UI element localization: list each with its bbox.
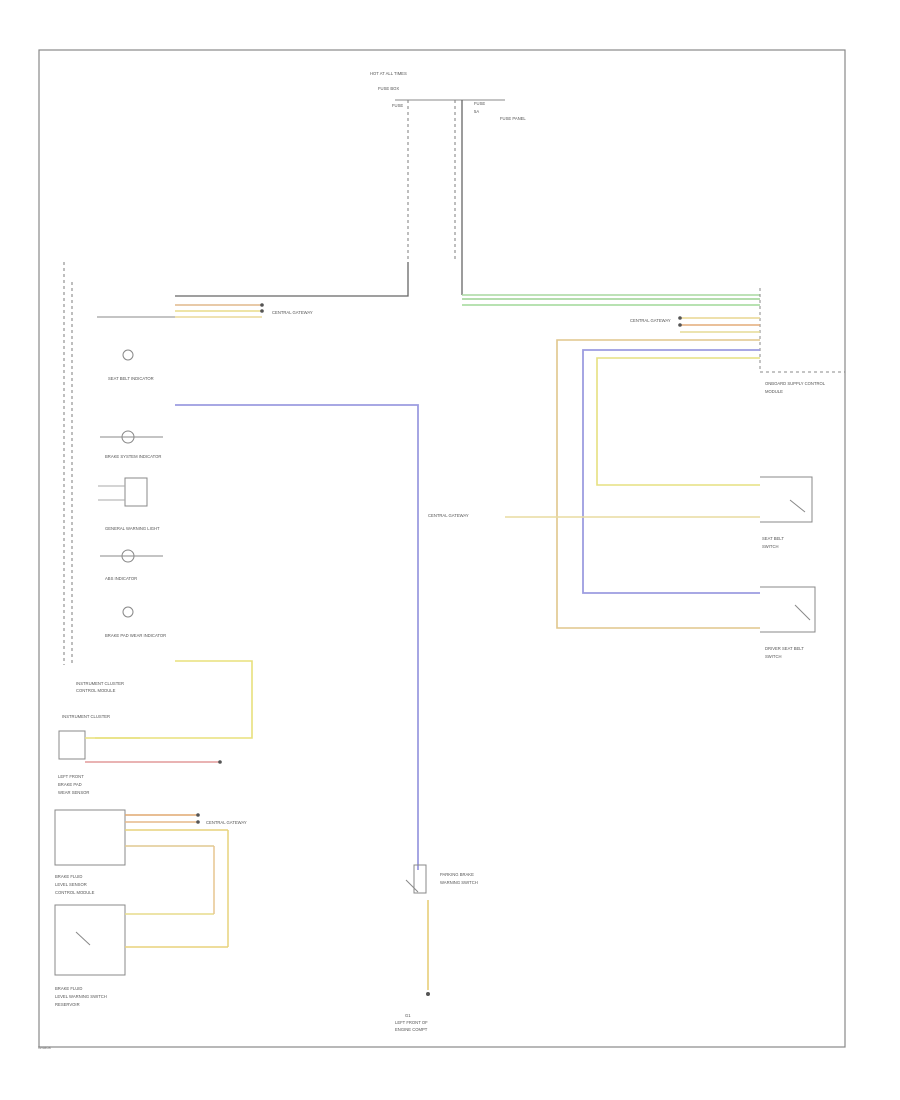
- brake-fluid-sensor-module: CENTRAL GATEWAY BRAKE FLUID LEVEL SENSOR…: [54, 809, 247, 895]
- svg-text:BRAKE SYSTEM INDICATOR: BRAKE SYSTEM INDICATOR: [105, 454, 161, 459]
- cluster-top-wires: CENTRAL GATEWAY: [97, 303, 313, 318]
- seat-belt-switch: SEAT BELT SWITCH: [760, 476, 813, 549]
- wire-yellow-loop: [95, 660, 253, 739]
- svg-text:SEAT BELT: SEAT BELT: [762, 536, 784, 541]
- svg-text:WARNING SWITCH: WARNING SWITCH: [440, 880, 478, 885]
- wire-blue-center: [175, 404, 419, 870]
- svg-text:LEFT FRONT: LEFT FRONT: [58, 774, 84, 779]
- indicator-brake-pad-wear: BRAKE PAD WEAR INDICATOR: [105, 606, 166, 638]
- svg-text:SWITCH: SWITCH: [762, 544, 779, 549]
- diagram-frame: [38, 49, 846, 1048]
- svg-text:PARKING BRAKE: PARKING BRAKE: [440, 872, 474, 877]
- wire-blue-right: [582, 349, 760, 594]
- svg-text:BRAKE FLUID: BRAKE FLUID: [55, 874, 82, 879]
- fuse-left-label: FUSE: [392, 103, 403, 108]
- svg-text:SWITCH: SWITCH: [765, 654, 782, 659]
- svg-text:MODULE: MODULE: [765, 389, 783, 394]
- footer-code: W4808: [38, 1045, 51, 1050]
- power-label-2: FUSE BOX: [378, 86, 399, 91]
- driver-seat-belt-switch: DRIVER SEAT BELT SWITCH: [760, 586, 816, 659]
- svg-text:ONBOARD SUPPLY CONTROL: ONBOARD SUPPLY CONTROL: [765, 381, 826, 386]
- cluster-control-module-1: INSTRUMENT CLUSTER: [76, 681, 124, 686]
- svg-text:BRAKE PAD: BRAKE PAD: [58, 782, 82, 787]
- svg-text:LEVEL SENSOR: LEVEL SENSOR: [55, 882, 87, 887]
- svg-text:DRIVER SEAT BELT: DRIVER SEAT BELT: [765, 646, 804, 651]
- onboard-supply-module: ONBOARD SUPPLY CONTROL MODULE CENTRAL GA…: [630, 288, 845, 394]
- fuse-right-label-2: 5A: [474, 109, 479, 114]
- indicator-brake-system: BRAKE SYSTEM INDICATOR: [100, 430, 163, 459]
- gateway-label-lower: CENTRAL GATEWAY: [206, 820, 247, 825]
- svg-text:CONTROL MODULE: CONTROL MODULE: [55, 890, 95, 895]
- fuse-right-label-1: FUSE: [474, 101, 485, 106]
- svg-text:LEFT FRONT OF: LEFT FRONT OF: [395, 1020, 428, 1025]
- svg-text:ABS INDICATOR: ABS INDICATOR: [105, 576, 137, 581]
- indicator-seat-belt: SEAT BELT INDICATOR: [108, 349, 154, 381]
- svg-text:RESERVOIR: RESERVOIR: [55, 1002, 80, 1007]
- svg-text:GENERAL WARNING LIGHT: GENERAL WARNING LIGHT: [105, 526, 160, 531]
- gateway-label-left: CENTRAL GATEWAY: [272, 310, 313, 315]
- svg-text:SEAT BELT INDICATOR: SEAT BELT INDICATOR: [108, 376, 154, 381]
- gateway-label-middle: CENTRAL GATEWAY: [428, 513, 469, 518]
- svg-text:WEAR SENSOR: WEAR SENSOR: [58, 790, 89, 795]
- cluster-control-module-2: CONTROL MODULE: [76, 688, 116, 693]
- svg-text:G1: G1: [405, 1013, 411, 1018]
- brake-fluid-switch-box: BRAKE FLUID LEVEL WARNING SWITCH RESERVO…: [54, 830, 229, 1007]
- parking-brake-switch: PARKING BRAKE WARNING SWITCH G1 LEFT FRO…: [395, 864, 478, 1032]
- svg-text:BRAKE PAD WEAR INDICATOR: BRAKE PAD WEAR INDICATOR: [105, 633, 166, 638]
- indicator-abs: ABS INDICATOR: [100, 549, 163, 581]
- green-bus: [462, 294, 760, 306]
- svg-text:BRAKE FLUID: BRAKE FLUID: [55, 986, 82, 991]
- wire-tan-right: [556, 339, 760, 629]
- left-front-sensor: LEFT FRONT BRAKE PAD WEAR SENSOR: [58, 730, 222, 795]
- wire-power-left: [175, 262, 409, 297]
- svg-text:LEVEL WARNING SWITCH: LEVEL WARNING SWITCH: [55, 994, 107, 999]
- svg-text:ENGINE COMPT: ENGINE COMPT: [395, 1027, 428, 1032]
- gateway-label-right: CENTRAL GATEWAY: [630, 318, 671, 323]
- wire-yellow-right: [596, 357, 760, 486]
- indicator-general-warning: GENERAL WARNING LIGHT: [98, 477, 160, 531]
- instrument-cluster-label: INSTRUMENT CLUSTER: [62, 714, 110, 719]
- power-supply-block: HOT AT ALL TIMES FUSE BOX FUSE FUSE 5A F…: [370, 71, 526, 262]
- fuse-right-label-3: FUSE PANEL: [500, 116, 526, 121]
- power-label-1: HOT AT ALL TIMES: [370, 71, 407, 76]
